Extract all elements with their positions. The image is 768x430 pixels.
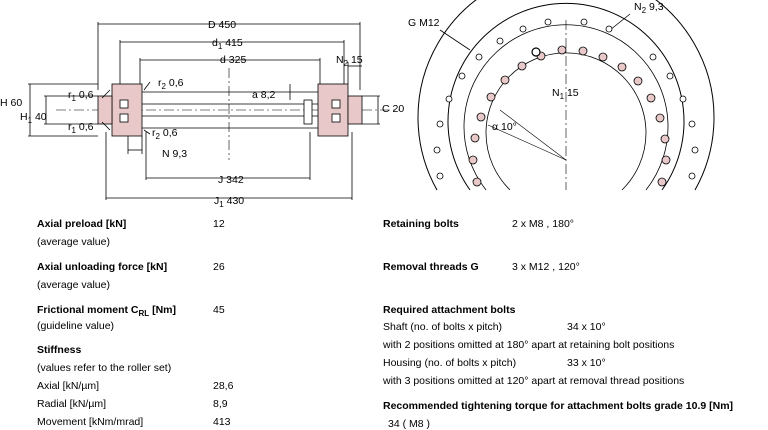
torque-value: 34 ( M8 ) — [388, 418, 431, 430]
dim-N: N 9,3 — [162, 148, 187, 160]
dim-H1: H1 40 — [20, 111, 47, 125]
stiffness-movement-label: Movement [kNm/mrad] — [37, 416, 144, 428]
frictional-moment-value: 45 — [213, 304, 225, 316]
dim-r2-bot: r2 0,6 — [152, 127, 178, 141]
retaining-bolts-label: Retaining bolts — [383, 218, 459, 230]
label-G: G M12 — [408, 17, 440, 29]
removal-threads-label: Removal threads G — [383, 261, 479, 273]
stiffness-radial-label: Radial [kN/µm] — [37, 398, 107, 410]
angle-alpha: α 10° — [492, 121, 517, 133]
dim-J: J 342 — [218, 174, 244, 186]
dim-a: a 8,2 — [252, 89, 276, 101]
axial-preload-label: Axial preload [kN] — [37, 218, 127, 230]
shaft-label: Shaft (no. of bolts x pitch) — [383, 321, 503, 333]
axial-unloading-note: (average value) — [37, 279, 110, 291]
stiffness-radial-value: 8,9 — [213, 398, 228, 410]
dim-r2-top: r2 0,6 — [158, 77, 184, 91]
dim-d: d 325 — [220, 54, 246, 66]
dim-J1: J1 430 — [214, 195, 244, 209]
housing-note: with 3 positions omitted at 120° apart a… — [383, 375, 685, 387]
dim-D: D 450 — [208, 19, 236, 31]
stiffness-axial-value: 28,6 — [213, 380, 234, 392]
housing-value: 33 x 10° — [567, 357, 606, 369]
frictional-moment-label: Frictional moment CRL [Nm] — [37, 304, 177, 319]
dim-H: H 60 — [0, 97, 22, 109]
axial-preload-note: (average value) — [37, 236, 110, 248]
axial-unloading-value: 26 — [213, 261, 225, 273]
retaining-bolts-value: 2 x M8 , 180° — [512, 218, 574, 230]
dim-N1: N1 15 — [552, 87, 579, 101]
stiffness-note: (values refer to the roller set) — [37, 362, 172, 374]
dim-r1-bot: r1 0,6 — [68, 121, 94, 135]
stiffness-label: Stiffness — [37, 344, 82, 356]
removal-threads-value: 3 x M12 , 120° — [512, 261, 580, 273]
frictional-moment-note: (guideline value) — [37, 320, 115, 332]
shaft-value: 34 x 10° — [567, 321, 606, 333]
shaft-note: with 2 positions omitted at 180° apart a… — [383, 339, 675, 351]
axial-preload-value: 12 — [213, 218, 225, 230]
dim-N2: N2 15 — [336, 54, 363, 68]
dim-d1: d1 415 — [212, 37, 243, 51]
dim-N2-plan: N2 9,3 — [634, 1, 664, 15]
torque-label: Recommended tightening torque for attach… — [383, 400, 734, 412]
bearing-drawing: D 450 d1 415 d 325 N2 15 r2 0,6 r1 0,6 a… — [0, 0, 715, 209]
axial-unloading-label: Axial unloading force [kN] — [37, 261, 168, 273]
stiffness-movement-value: 413 — [213, 416, 231, 428]
dim-C: C 20 — [382, 103, 404, 115]
stiffness-axial-label: Axial [kN/µm] — [37, 380, 100, 392]
dim-r1-top: r1 0,6 — [68, 89, 94, 103]
housing-label: Housing (no. of bolts x pitch) — [383, 357, 517, 369]
required-bolts-label: Required attachment bolts — [383, 304, 516, 316]
removal-thread-icon — [531, 47, 541, 57]
